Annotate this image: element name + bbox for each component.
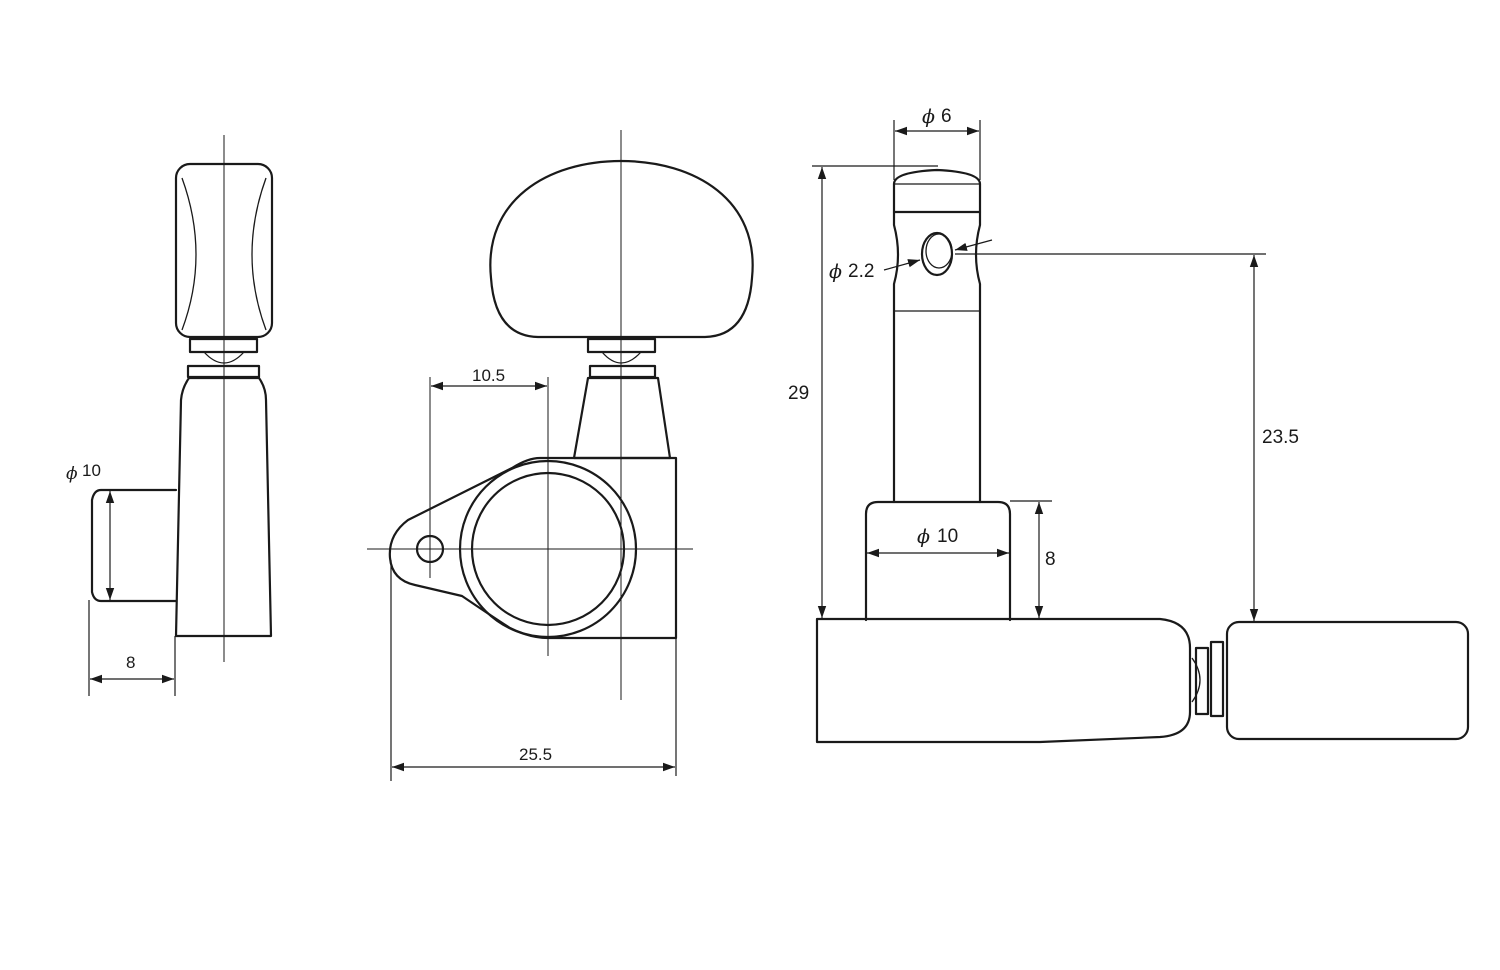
side-view-housing xyxy=(174,376,273,638)
side-view-collar xyxy=(188,337,259,354)
top-view-bushing xyxy=(864,500,1012,622)
side-view-knob xyxy=(174,162,274,339)
top-view-dim-hole-leader-left xyxy=(883,259,921,271)
front-view: 10.5 25.5 xyxy=(367,130,754,781)
front-view-collar xyxy=(586,337,657,354)
front-view-dim-width-label: 25.5 xyxy=(519,745,552,764)
top-view-string-hole-inner xyxy=(925,233,953,269)
top-view-dim-bushing-label: 10 xyxy=(937,526,958,547)
top-view-dim-hole-symbol: ϕ xyxy=(829,261,842,283)
top-view-dim-post-label: 6 xyxy=(941,106,952,127)
side-view-screw xyxy=(203,351,245,364)
side-view-dim-diameter-symbol: ϕ xyxy=(66,464,78,484)
top-view-dim-hole-leader-right xyxy=(954,239,993,251)
top-view-neck xyxy=(1194,646,1210,716)
side-view-knob-curve-left xyxy=(181,177,197,331)
top-view-dim-hole-label: 2.2 xyxy=(848,261,874,282)
top-view-screw xyxy=(1191,657,1201,703)
top-view: ϕ 6 ϕ 2.2 29 23.5 ϕ 10 8 xyxy=(788,106,1470,744)
front-view-housing xyxy=(388,456,678,640)
top-view-dim-post-symbol: ϕ xyxy=(922,106,935,128)
top-view-collar xyxy=(1209,640,1225,718)
side-view-dim-diameter-label: 10 xyxy=(82,461,101,480)
front-view-knob xyxy=(489,159,754,339)
top-view-dim-hole-height-label: 23.5 xyxy=(1262,427,1299,448)
front-view-bore-outer xyxy=(458,459,638,639)
side-view: ϕ 10 8 xyxy=(66,135,274,696)
top-view-post xyxy=(892,210,982,504)
front-view-screw xyxy=(601,351,642,364)
top-view-dim-bushing-symbol: ϕ xyxy=(917,526,930,548)
front-view-dim-offset-label: 10.5 xyxy=(472,366,505,385)
top-view-post-cap xyxy=(892,168,982,214)
front-view-neck xyxy=(588,364,657,379)
side-view-dim-length-label: 8 xyxy=(126,653,135,672)
front-view-bore-inner xyxy=(470,471,626,627)
top-view-dim-bushing-height-label: 8 xyxy=(1045,549,1056,570)
top-view-housing xyxy=(815,617,1192,744)
top-view-knob xyxy=(1225,620,1470,741)
side-view-knob-curve-right xyxy=(251,177,267,331)
top-view-dim-height-label: 29 xyxy=(788,383,809,404)
side-view-bushing xyxy=(90,488,178,603)
front-view-upper-housing xyxy=(572,376,672,460)
